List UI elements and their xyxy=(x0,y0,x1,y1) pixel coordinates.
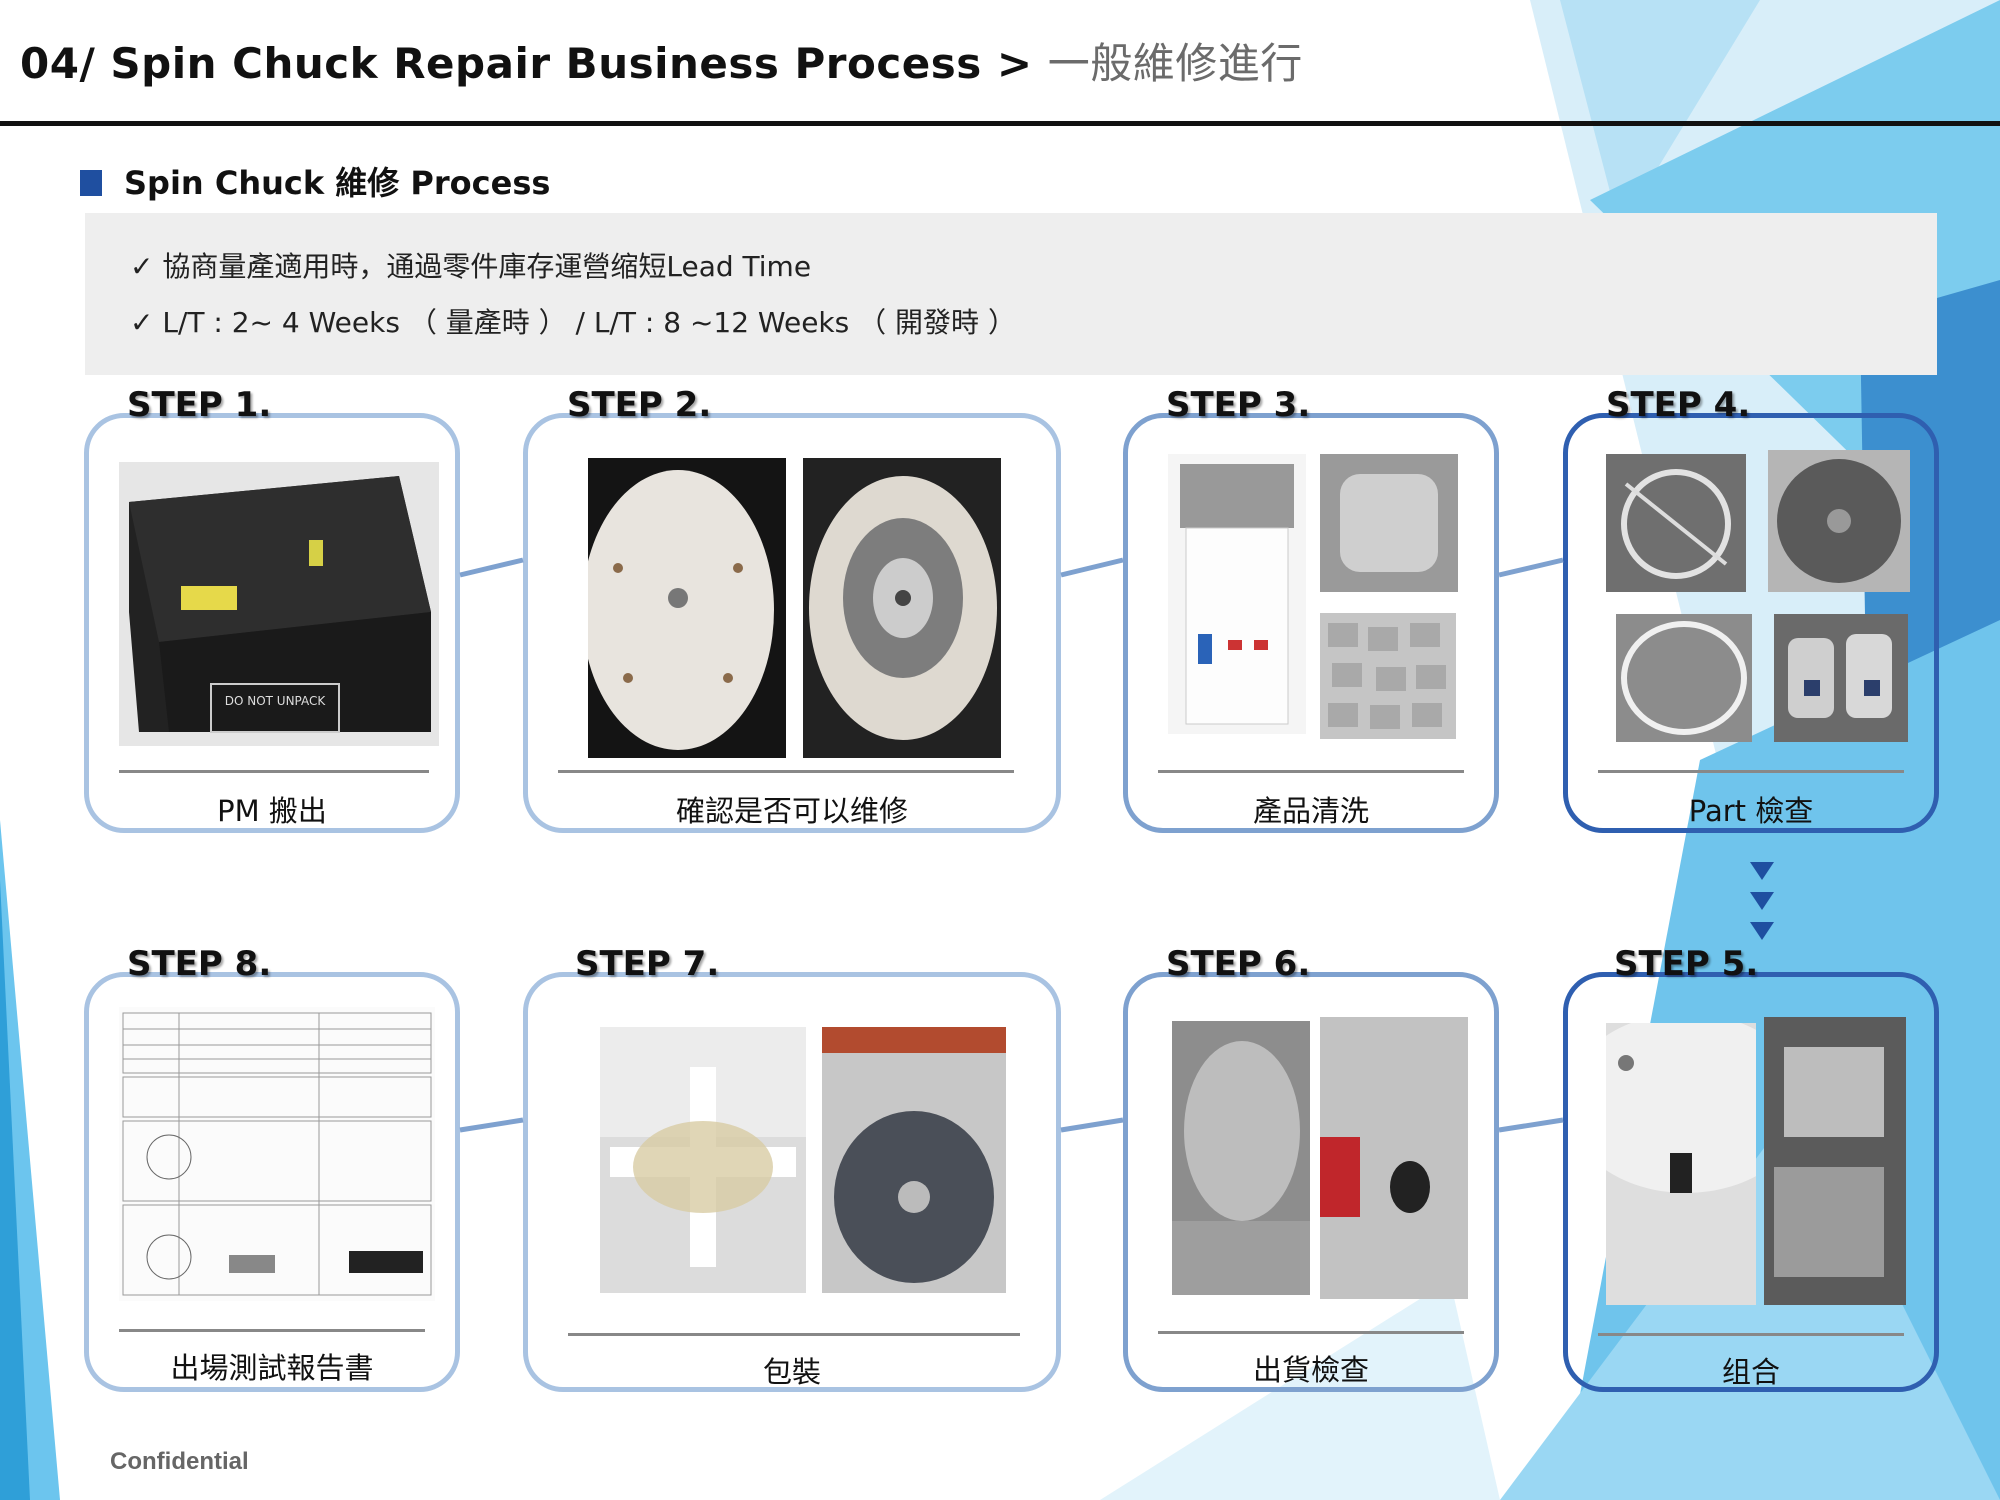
step2-photo-2 xyxy=(803,458,1001,758)
step-panel-2: 確認是否可以维修 xyxy=(523,413,1061,833)
step-panel-8: 出場測試報告書 xyxy=(84,972,460,1392)
step-label-8: STEP 8. xyxy=(127,944,272,984)
confidential-label: Confidential xyxy=(110,1448,249,1475)
title-separator: > xyxy=(996,39,1033,88)
step7-photo-1 xyxy=(600,1027,806,1293)
caption-rule xyxy=(1158,1331,1464,1334)
step4-photo-2 xyxy=(1768,450,1910,592)
step-panel-1: DO NOT UNPACK PM 搬出 xyxy=(84,413,460,833)
step3-photo-machine xyxy=(1168,454,1306,734)
step7-photo-2 xyxy=(822,1027,1006,1293)
step1-caption: PM 搬出 xyxy=(217,794,327,828)
step-panel-6: 出貨檢查 xyxy=(1123,972,1499,1392)
section-bullet-icon xyxy=(80,170,102,196)
step-label-7: STEP 7. xyxy=(575,944,720,984)
caption-rule xyxy=(119,770,429,773)
step8-caption: 出場測試報告書 xyxy=(170,1351,374,1385)
section-title: Spin Chuck 維修 Process xyxy=(124,164,551,202)
step7-caption: 包裝 xyxy=(762,1355,821,1389)
caption-rule xyxy=(1158,770,1464,773)
caption-rule xyxy=(1598,1333,1904,1336)
step4-photo-4 xyxy=(1774,614,1908,742)
step6-photo-2 xyxy=(1320,1017,1468,1299)
step3-caption: 產品清洗 xyxy=(1252,794,1369,828)
step5-photo-2 xyxy=(1764,1017,1906,1305)
step-label-4: STEP 4. xyxy=(1606,385,1751,425)
step-label-1: STEP 1. xyxy=(127,385,272,425)
step5-caption: 组合 xyxy=(1721,1355,1780,1389)
down-arrow-icon xyxy=(1750,922,1774,940)
step6-photo-1 xyxy=(1172,1021,1310,1295)
header-rule xyxy=(0,121,2000,126)
down-arrow-icon xyxy=(1750,892,1774,910)
step-panel-7: 包裝 xyxy=(523,972,1061,1392)
step2-caption: 確認是否可以维修 xyxy=(675,794,908,828)
caption-rule xyxy=(568,1333,1020,1336)
step5-photo-1 xyxy=(1606,1023,1756,1305)
step4-photo-3 xyxy=(1616,614,1752,742)
box-label: DO NOT UNPACK xyxy=(225,694,327,708)
step2-photo-1 xyxy=(588,458,786,758)
step4-photo-1 xyxy=(1606,454,1746,592)
step8-photo-report xyxy=(119,1007,435,1301)
step-panel-3: 產品清洗 xyxy=(1123,413,1499,833)
step4-caption: Part 檢查 xyxy=(1688,794,1814,828)
caption-rule xyxy=(119,1329,425,1332)
caption-rule xyxy=(1598,770,1904,773)
step3-photo-bags xyxy=(1320,613,1456,739)
step6-caption: 出貨檢查 xyxy=(1252,1353,1369,1387)
step-label-3: STEP 3. xyxy=(1166,385,1311,425)
step3-photo-parts xyxy=(1320,454,1458,592)
page-title: 04/ Spin Chuck Repair Business Process >… xyxy=(20,30,1303,91)
down-arrow-icon xyxy=(1750,862,1774,880)
step-label-5: STEP 5. xyxy=(1614,944,1759,984)
step-panel-4: Part 檢查 xyxy=(1563,413,1939,833)
title-main: 04/ Spin Chuck Repair Business Process xyxy=(20,39,982,88)
note-line-1: ✓ 協商量產適用時，通過零件庫存運營缩短Lead Time xyxy=(130,250,812,283)
notes-box xyxy=(85,213,1937,375)
step-label-2: STEP 2. xyxy=(567,385,712,425)
note-line-2: ✓ L/T : 2~ 4 Weeks （ 量產時 ） / L/T : 8 ~12… xyxy=(130,306,1016,339)
caption-rule xyxy=(558,770,1014,773)
step-label-6: STEP 6. xyxy=(1166,944,1311,984)
title-subtitle: 一般維修進行 xyxy=(1047,39,1303,88)
step-panel-5: 组合 xyxy=(1563,972,1939,1392)
step1-photo: DO NOT UNPACK xyxy=(119,462,439,746)
